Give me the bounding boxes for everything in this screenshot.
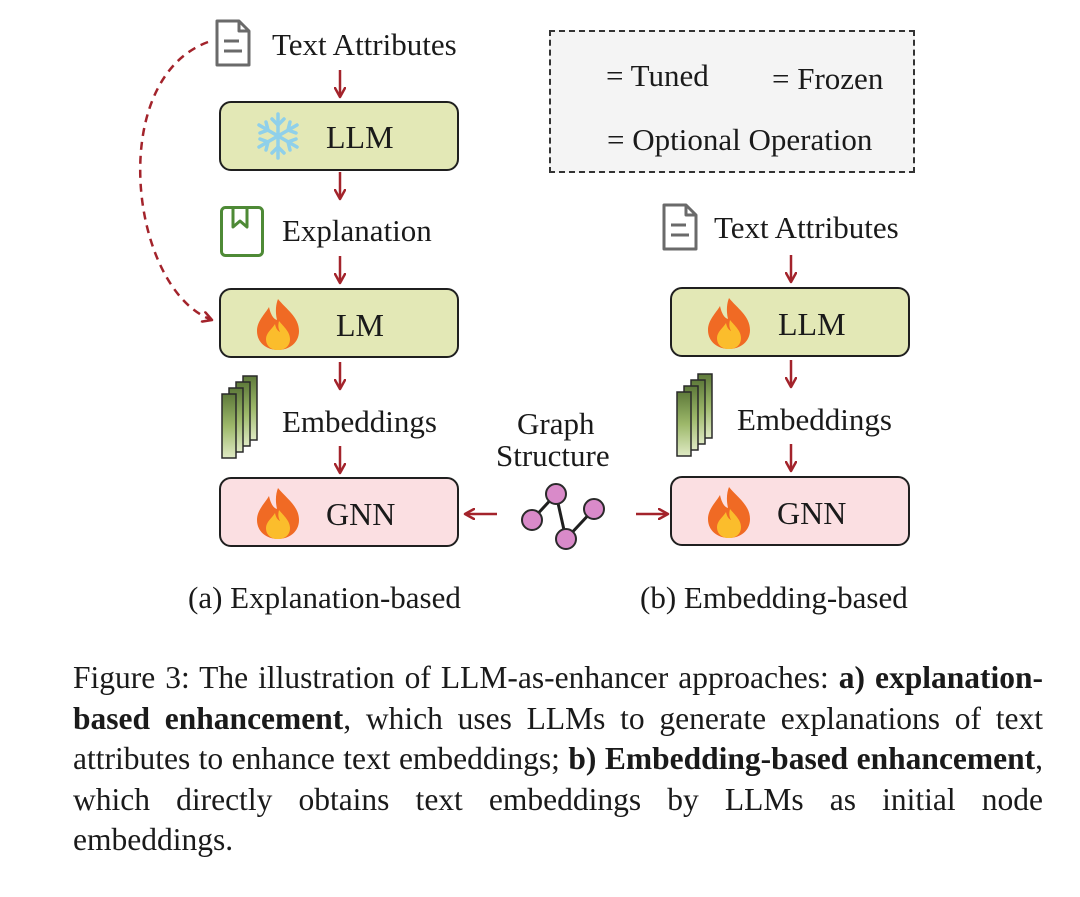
- left-lm-label: LM: [336, 307, 384, 343]
- left-explanation-label: Explanation: [282, 213, 432, 248]
- legend: [549, 30, 915, 173]
- subfigure-a-label: (a) Explanation-based: [188, 580, 461, 615]
- document-icon: [215, 19, 251, 67]
- left-llm-box: [219, 101, 459, 171]
- caption-a-title: explanation-based enhancement: [73, 660, 1044, 736]
- gnn-flame-icon: [257, 488, 299, 539]
- caption-b-text: , which directly obtains text embeddings…: [73, 741, 1044, 857]
- right-gnn-flame-icon: [708, 487, 750, 538]
- left-gnn-label: GNN: [326, 496, 396, 532]
- right-input-label: Text Attributes: [714, 210, 899, 245]
- right-embeddings-label: Embeddings: [737, 402, 892, 437]
- caption-a-text: , which uses LLMs to generate explanatio…: [73, 700, 1043, 777]
- left-embeddings-label: Embeddings: [282, 404, 437, 439]
- right-llm-label: LLM: [778, 306, 846, 342]
- legend-optional-label: = Optional Operation: [607, 122, 873, 157]
- caption-a-marker: a): [838, 660, 865, 695]
- subfigure-b-label: (b) Embedding-based: [640, 580, 908, 615]
- caption-b-marker: b): [568, 741, 597, 776]
- right-flame-icon: [708, 298, 750, 349]
- graph-icon: [521, 483, 605, 550]
- graph-structure-line2: Structure: [496, 438, 610, 473]
- flame-icon: [257, 299, 299, 350]
- caption-b-title: Embedding-based enhancement: [604, 741, 1036, 776]
- right-document-icon: [662, 203, 698, 251]
- right-gnn-label: GNN: [777, 495, 847, 531]
- optional-arrow-text-to-lm: [139, 40, 212, 320]
- legend-tuned-label: = Tuned: [606, 58, 709, 93]
- left-llm-label: LLM: [326, 119, 394, 155]
- graph-structure-line1: Graph: [517, 406, 595, 441]
- bookmark-icon: [220, 206, 264, 257]
- legend-frozen-label: = Frozen: [772, 61, 884, 96]
- caption-prefix: Figure 3: The illustration of LLM-as-enh…: [73, 660, 839, 695]
- embedding-stack-icon: [221, 375, 258, 459]
- snowflake-icon: [257, 112, 299, 160]
- figure-caption: Figure 3: The illustration of LLM-as-enh…: [73, 658, 1043, 861]
- right-embedding-stack-icon: [676, 373, 713, 457]
- left-input-label: Text Attributes: [272, 27, 457, 62]
